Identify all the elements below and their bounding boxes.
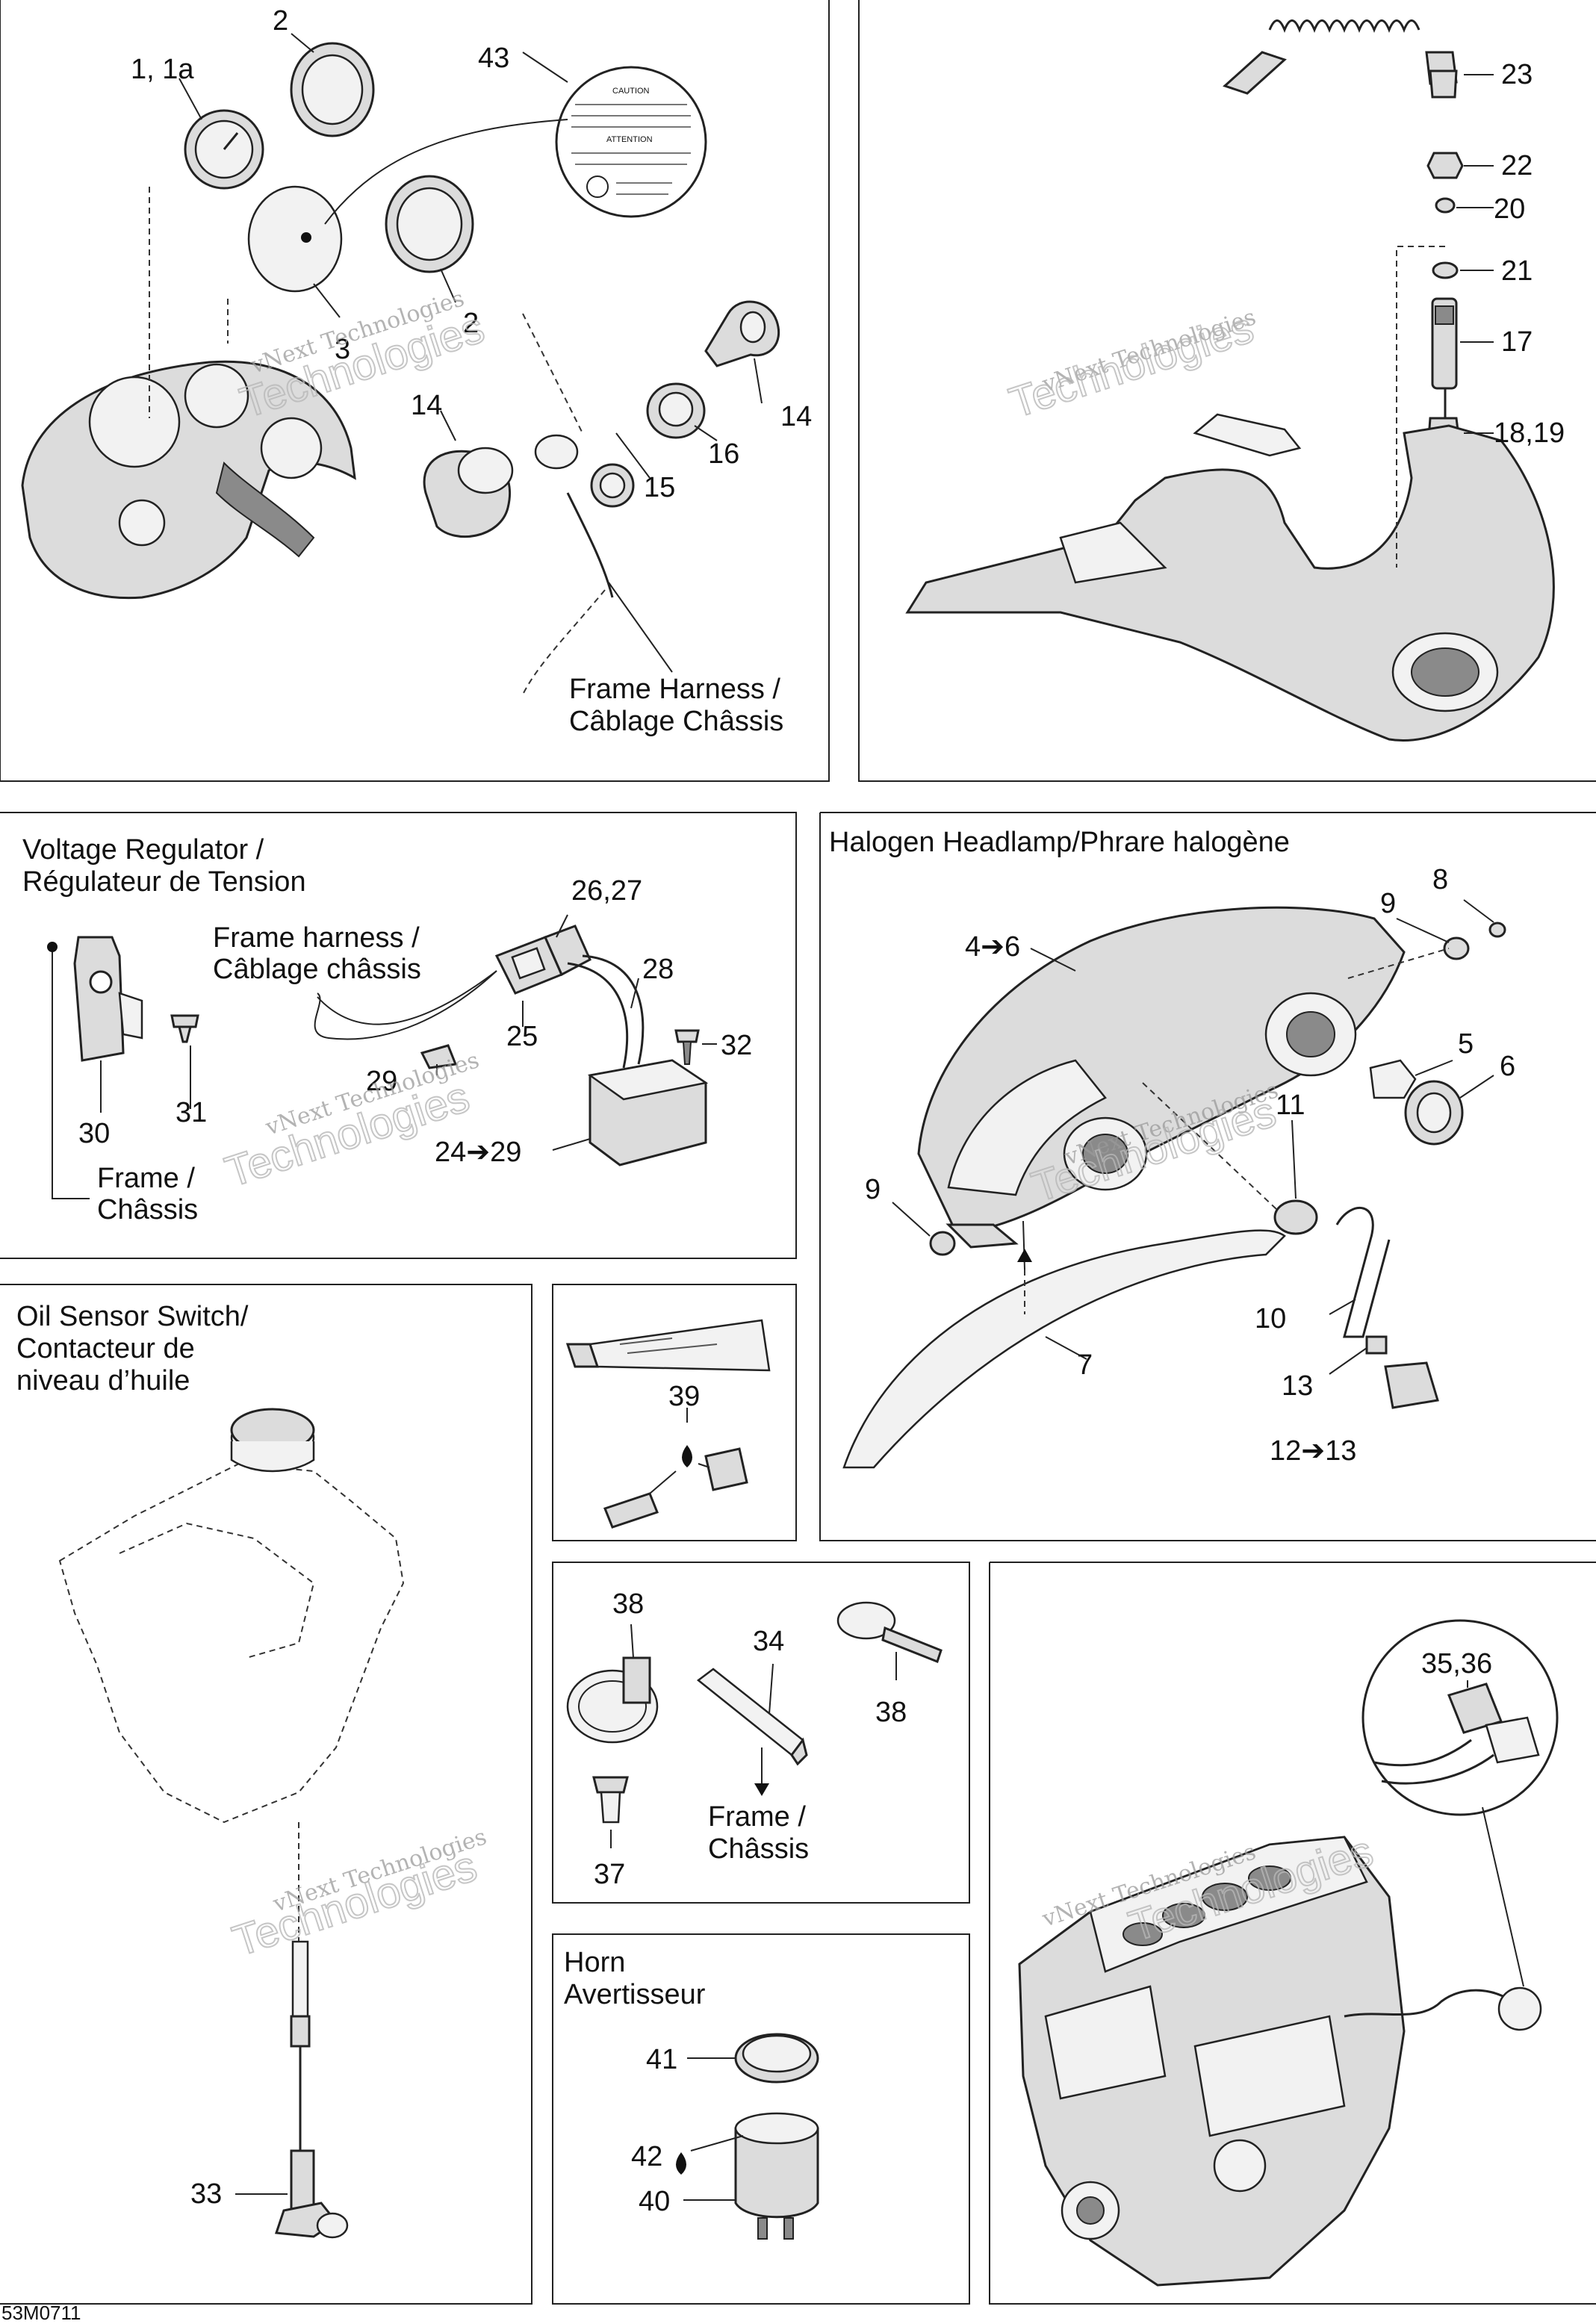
callout-29: 29 <box>366 1066 397 1097</box>
callout-3: 3 <box>335 334 350 365</box>
grease-tube <box>589 1319 771 1372</box>
callout-41: 41 <box>646 2044 677 2075</box>
callout-18-19: 18,19 <box>1494 417 1565 449</box>
callout-5: 5 <box>1458 1028 1474 1060</box>
callout-2b: 2 <box>463 308 479 339</box>
callout-2: 2 <box>273 5 288 37</box>
callout-15: 15 <box>644 472 675 503</box>
watermark-10: Technologies <box>227 1842 482 1966</box>
panel-fasteners: 38 34 38 37 Frame / Châssis <box>552 1562 970 1904</box>
callout-37: 37 <box>594 1859 625 1890</box>
horn-40 <box>734 2127 819 2219</box>
callout-12-13: 12➔13 <box>1270 1435 1356 1467</box>
callout-1-1a: 1, 1a <box>131 54 194 85</box>
headlamp-title: Halogen Headlamp/Phrare halogène <box>829 827 1290 858</box>
frame-harness-label-2: Câblage Châssis <box>569 706 783 737</box>
callout-32: 32 <box>721 1030 752 1061</box>
callout-23: 23 <box>1501 59 1533 90</box>
oil-title-3: niveau d’huile <box>16 1365 190 1396</box>
callout-16: 16 <box>708 438 739 470</box>
callout-42: 42 <box>631 2141 662 2172</box>
watermark-4: Technologies <box>1004 303 1259 427</box>
panel-headlamp: Halogen Headlamp/Phrare halogène <box>819 812 1596 1541</box>
vr-harness-2: Câblage châssis <box>213 954 421 985</box>
console-body <box>905 424 1555 742</box>
callout-24-29: 24➔29 <box>435 1137 521 1168</box>
callout-22: 22 <box>1501 150 1533 181</box>
key-14 <box>704 300 780 367</box>
callout-4-6: 4➔6 <box>965 931 1020 963</box>
panel-tether: 23 22 20 21 17 18,19 vNext Technologies … <box>858 0 1596 782</box>
oil-title-1: Oil Sensor Switch/ <box>16 1301 249 1332</box>
callout-31: 31 <box>176 1097 207 1128</box>
callout-14a: 14 <box>411 390 442 421</box>
callout-34: 34 <box>753 1626 784 1657</box>
svg-text:ATTENTION: ATTENTION <box>606 135 653 144</box>
horn-title-2: Avertisseur <box>564 1979 706 2010</box>
callout-17: 17 <box>1501 326 1533 358</box>
panel-horn: Horn Avertisseur 41 42 40 <box>552 1933 970 2305</box>
headlamp-housing <box>917 906 1406 1234</box>
callout-25: 25 <box>506 1021 538 1052</box>
callout-20: 20 <box>1494 193 1525 225</box>
lens-3 <box>247 185 343 293</box>
callout-40: 40 <box>639 2186 670 2217</box>
callout-43: 43 <box>478 43 509 74</box>
trim-strip-7 <box>842 1229 1286 1469</box>
vr-title-1: Voltage Regulator / <box>22 834 264 866</box>
callout-8: 8 <box>1432 864 1448 895</box>
panel-voltage-regulator: Voltage Regulator / Régulateur de Tensio… <box>0 812 797 1259</box>
callout-10: 10 <box>1255 1303 1286 1335</box>
callout-35-36: 35,36 <box>1421 1648 1492 1680</box>
oil-tank <box>58 1462 405 1824</box>
callout-9b: 9 <box>865 1174 881 1205</box>
channel-34 <box>696 1668 804 1756</box>
callout-28: 28 <box>642 954 674 985</box>
fasteners-frame-1: Frame / <box>708 1801 806 1833</box>
diagram-code: 53M0711 <box>1 2302 81 2324</box>
callout-21: 21 <box>1501 255 1533 287</box>
panel-oil-sensor: Oil Sensor Switch/ Contacteur de niveau … <box>0 1284 532 2305</box>
key-switch-14 <box>423 447 514 538</box>
vr-title-2: Régulateur de Tension <box>22 866 306 898</box>
callout-7: 7 <box>1077 1349 1093 1381</box>
oil-title-2: Contacteur de <box>16 1333 195 1364</box>
vr-frame-2: Châssis <box>97 1194 198 1225</box>
vr-harness-1: Frame harness / <box>213 922 420 954</box>
bracket-30 <box>73 936 125 1062</box>
callout-14b: 14 <box>780 401 812 432</box>
callout-30: 30 <box>78 1118 110 1149</box>
decal-43: CAUTION ATTENTION <box>555 66 707 218</box>
gauge-1-part <box>184 109 264 190</box>
callout-13: 13 <box>1282 1370 1313 1402</box>
callout-38a: 38 <box>612 1588 644 1620</box>
callout-6: 6 <box>1500 1051 1515 1082</box>
tether-cord <box>1268 19 1420 34</box>
svg-text:CAUTION: CAUTION <box>612 87 650 96</box>
callout-33: 33 <box>190 2178 222 2210</box>
horn-title-1: Horn <box>564 1947 625 1978</box>
vr-frame-1: Frame / <box>97 1163 195 1194</box>
callout-39: 39 <box>668 1381 700 1412</box>
callout-9a: 9 <box>1380 888 1396 919</box>
panel-gauges: CAUTION ATTENTION <box>0 0 830 782</box>
callout-11: 11 <box>1276 1090 1305 1121</box>
fasteners-frame-2: Châssis <box>708 1833 809 1865</box>
callout-38b: 38 <box>875 1697 907 1728</box>
panel-engine: 35,36 vNext Technologies Technologies <box>989 1562 1596 2305</box>
callout-26-27: 26,27 <box>571 875 642 907</box>
panel-grease: 39 <box>552 1284 797 1541</box>
frame-harness-label-1: Frame Harness / <box>569 674 780 705</box>
